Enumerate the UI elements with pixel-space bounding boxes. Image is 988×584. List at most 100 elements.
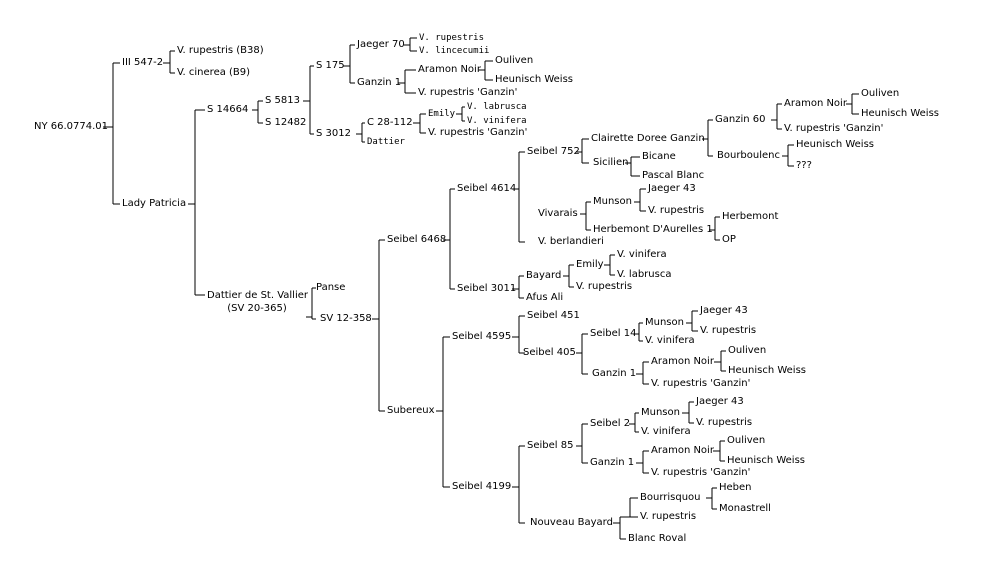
node-v-vinifera: V. vinifera <box>617 249 667 260</box>
node-v-vinifera: V. vinifera <box>467 116 527 126</box>
node-bourrisquou: Bourrisquou <box>640 492 701 503</box>
node-root: NY 66.0774.01 <box>34 121 109 132</box>
node-lady-patricia: Lady Patricia <box>122 198 187 209</box>
node-panse: Panse <box>316 282 346 293</box>
node-blanc-roval: Blanc Roval <box>628 533 687 544</box>
node-subereux: Subereux <box>387 405 435 416</box>
node-ganzin-60: Ganzin 60 <box>715 114 766 125</box>
node-heunisch-weiss: Heunisch Weiss <box>796 139 875 150</box>
node-v-rupestris-ganzin: V. rupestris 'Ganzin' <box>784 123 884 134</box>
connector-bracket <box>478 60 493 81</box>
connector-bracket <box>706 487 717 510</box>
node-seibel-405: Seibel 405 <box>523 347 576 358</box>
connector-bracket <box>512 275 524 299</box>
node-dattier-de-st-vallier-name: Dattier de St. Vallier <box>207 290 308 301</box>
node-v-rupestris: V. rupestris <box>640 511 697 522</box>
node-bicane: Bicane <box>642 151 676 162</box>
node-v-rupestris-b38: V. rupestris (B38) <box>177 45 264 56</box>
node-sv-12-358: SV 12-358 <box>320 313 372 324</box>
node-v-rupestris: V. rupestris <box>648 205 705 216</box>
node-munson: Munson <box>641 407 680 418</box>
connector-bracket <box>682 401 694 424</box>
node-ganzin-1: Ganzin 1 <box>592 368 637 379</box>
node-aramon-noir: Aramon Noir <box>651 356 714 367</box>
connector-bracket <box>636 361 649 385</box>
connector-bracket <box>413 113 426 134</box>
node-seibel-451: Seibel 451 <box>527 310 580 321</box>
connector-bracket <box>398 69 416 94</box>
node-seibel-4199: Seibel 4199 <box>452 481 512 492</box>
node-seibel-6468: Seibel 6468 <box>387 234 447 245</box>
node-v-rupestris-ganzin: V. rupestris 'Ganzin' <box>651 467 751 478</box>
node-v-rupestris: V. rupestris <box>700 325 757 336</box>
node-aramon-noir: Aramon Noir <box>651 445 714 456</box>
node-ouliven: Ouliven <box>495 55 534 66</box>
node-v-berlandieri: V. berlandieri <box>538 236 604 247</box>
node-bourboulenc: Bourboulenc <box>717 150 780 161</box>
node-seibel-4595: Seibel 4595 <box>452 331 512 342</box>
node-v-vinifera: V. vinifera <box>645 335 695 346</box>
node-munson: Munson <box>645 317 684 328</box>
connector-bracket <box>713 440 725 462</box>
node-monastrell: Monastrell <box>719 503 771 514</box>
connector-bracket <box>625 156 640 177</box>
connector-bracket <box>714 350 726 372</box>
node-afus-ali: Afus Ali <box>526 292 564 303</box>
connector-bracket <box>604 254 615 276</box>
node-seibel-4614: Seibel 4614 <box>457 183 517 194</box>
node-iii-547-2: III 547-2 <box>122 57 164 68</box>
node-seibel-752: Seibel 752 <box>527 146 580 157</box>
node-sv-20-365: (SV 20-365) <box>227 303 287 314</box>
connector-bracket <box>372 239 385 412</box>
node-v-rupestris-ganzin: V. rupestris 'Ganzin' <box>651 378 751 389</box>
node-aramon-noir: Aramon Noir <box>418 64 481 75</box>
node-dattier: Dattier <box>367 137 405 147</box>
node-s-175: S 175 <box>316 60 345 71</box>
node-munson: Munson <box>593 196 632 207</box>
connector-bracket <box>563 264 574 288</box>
connector-bracket <box>512 445 525 524</box>
connector-bracket <box>613 516 626 540</box>
node-herbemont-daurelles-1: Herbemont D'Aurelles 1 <box>593 224 713 235</box>
connector-bracket <box>456 106 465 122</box>
node-jaeger-43: Jaeger 43 <box>696 396 744 407</box>
node-heben: Heben <box>719 482 752 493</box>
connector-bracket <box>636 450 649 474</box>
connector-bracket <box>782 144 794 167</box>
connector-bracket <box>252 100 263 124</box>
connector-bracket <box>103 62 120 205</box>
node-heunisch-weiss: Heunisch Weiss <box>728 365 807 376</box>
node-v-lincecumii: V. lincecumii <box>419 46 490 56</box>
connector-bracket <box>576 423 588 464</box>
node-v-cinerea-b9: V. cinerea (B9) <box>177 67 251 78</box>
node-unknown: ??? <box>796 160 812 171</box>
connector-bracket <box>686 310 698 332</box>
connector-bracket <box>702 119 713 157</box>
node-heunisch-weiss: Heunisch Weiss <box>861 108 940 119</box>
node-sicilien: Sicilien <box>593 157 629 168</box>
connector-bracket <box>356 122 365 143</box>
node-v-vinifera: V. vinifera <box>641 426 691 437</box>
node-jaeger-70: Jaeger 70 <box>357 39 405 50</box>
node-emily: Emily <box>428 109 456 119</box>
node-s-14664: S 14664 <box>207 104 249 115</box>
connector-bracket <box>436 336 450 488</box>
connector-bracket <box>633 322 643 342</box>
connector-bracket <box>634 188 646 212</box>
node-s-12482: S 12482 <box>265 117 307 128</box>
node-v-rupestris-ganzin: V. rupestris 'Ganzin' <box>428 127 528 138</box>
node-seibel-2: Seibel 2 <box>590 418 631 429</box>
node-dattier-de-st-vallier: Dattier de St. Vallier (SV 20-365) <box>207 289 308 315</box>
node-v-rupestris: V. rupestris <box>576 281 633 292</box>
connector-bracket <box>343 44 355 84</box>
connector-bracket <box>404 37 417 52</box>
connector-bracket <box>709 216 720 241</box>
node-ouliven: Ouliven <box>727 435 766 446</box>
node-ganzin-1: Ganzin 1 <box>357 77 402 88</box>
connector-bracket <box>188 109 205 296</box>
node-v-rupestris: V. rupestris <box>419 33 485 43</box>
node-jaeger-43: Jaeger 43 <box>700 305 748 316</box>
connector-bracket <box>623 497 638 518</box>
connector-bracket <box>580 201 591 231</box>
node-ouliven: Ouliven <box>728 345 767 356</box>
